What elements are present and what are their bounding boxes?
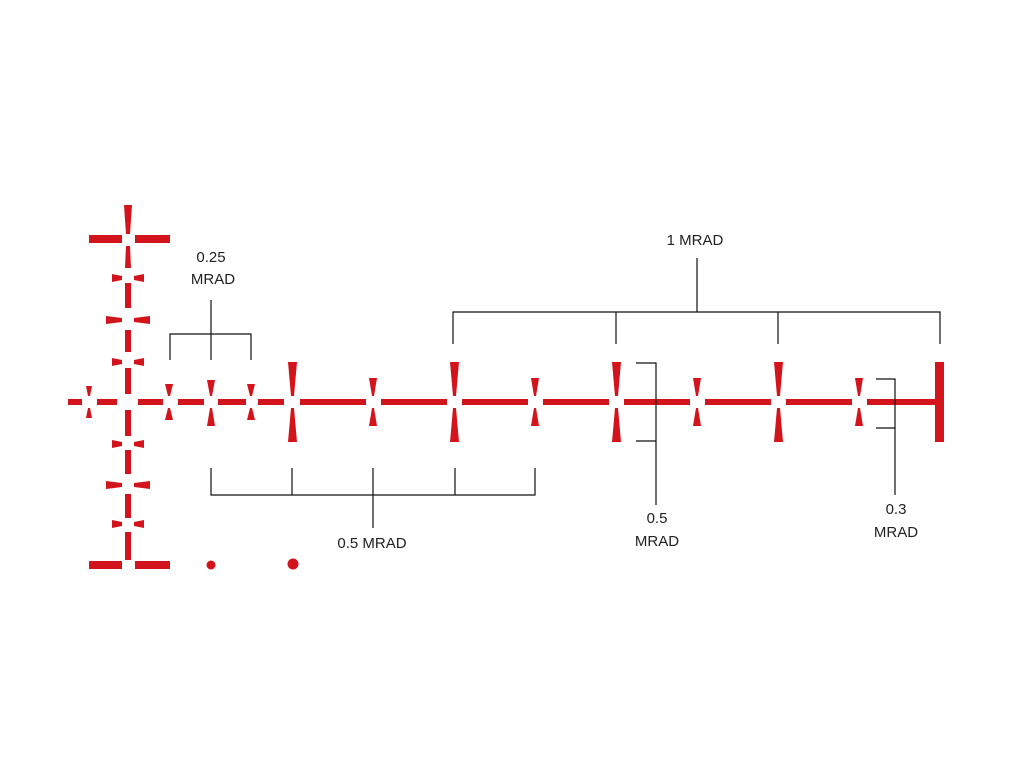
reticle-dot (287, 558, 299, 570)
reticle (68, 205, 944, 570)
horizontal-stadia (68, 362, 944, 442)
annotation-brackets (169, 258, 941, 528)
bracket-quarter-mrad (169, 300, 252, 360)
label-point3-mrad-unit: MRAD (874, 524, 918, 541)
bracket-half-mrad-vertical (636, 362, 657, 505)
bracket-half-mrad-horizontal (210, 468, 536, 528)
vertical-stadia (89, 205, 170, 569)
reticle-dot (206, 560, 216, 570)
label-quarter-mrad-value: 0.25 (196, 249, 225, 266)
label-point3-mrad-value: 0.3 (886, 501, 907, 518)
label-half-mrad-horizontal: 0.5 MRAD (337, 535, 406, 552)
horizontal-small-ticks (86, 378, 863, 426)
annotation-labels: 0.25 MRAD 1 MRAD 0.5 MRAD 0.5 MRAD 0.3 M… (191, 232, 918, 552)
bracket-point3-mrad (876, 378, 896, 495)
label-one-mrad: 1 MRAD (667, 232, 724, 249)
label-half-mrad-vertical-unit: MRAD (635, 533, 679, 550)
bracket-one-mrad (452, 258, 941, 344)
horizontal-major-ticks (288, 362, 783, 442)
label-half-mrad-vertical-value: 0.5 (647, 510, 668, 527)
label-quarter-mrad-unit: MRAD (191, 271, 235, 288)
